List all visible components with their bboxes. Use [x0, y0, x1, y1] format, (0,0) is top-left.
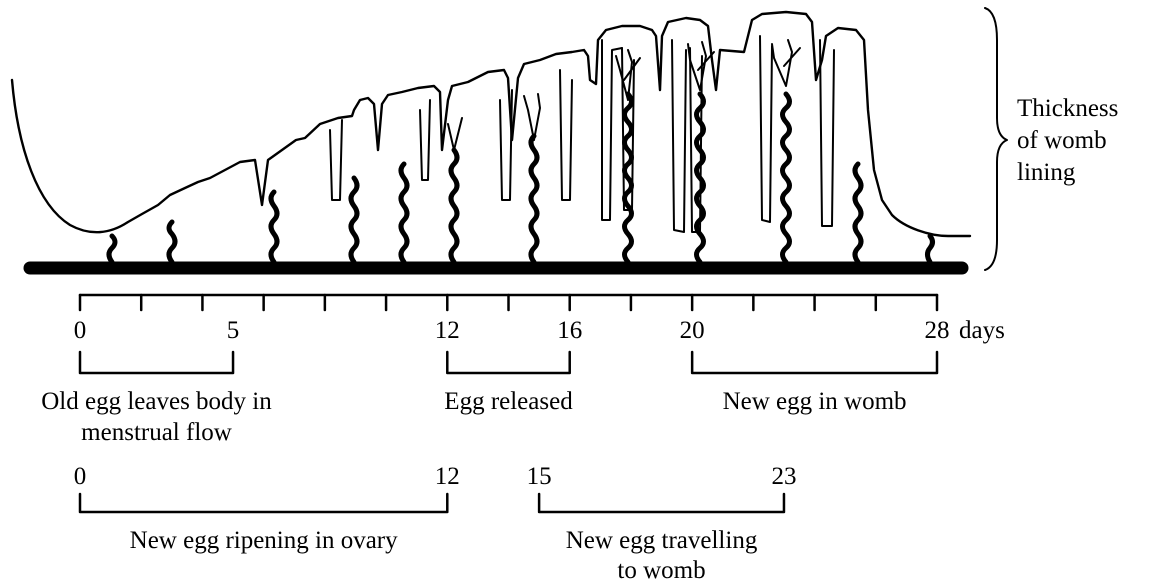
day-label-0: 0: [74, 317, 87, 344]
lining-arteries: [109, 94, 933, 262]
day-label-5: 5: [227, 317, 240, 344]
thickness-label-line-1: Thickness: [1017, 95, 1118, 122]
lining-glands: [330, 36, 834, 232]
phase-caption-1-line-2: menstrual flow: [81, 419, 232, 446]
days-unit-label: days: [959, 317, 1005, 344]
phase2-caption-2-line-2: to womb: [617, 557, 705, 584]
phase2-start-label-1: 0: [74, 463, 87, 490]
phase-caption-3-line-1: New egg in womb: [723, 388, 907, 415]
phase2-end-label-1: 12: [435, 463, 460, 490]
phase-bracket-2: [447, 352, 569, 373]
phase2-start-label-2: 15: [527, 463, 552, 490]
phase2-caption-1-line-1: New egg ripening in ovary: [130, 527, 398, 554]
womb-lining-illustration: [12, 12, 970, 268]
thickness-bracket: [985, 8, 1007, 270]
phase2-bracket-2: [539, 494, 784, 512]
phase2-bracket-1: [80, 494, 447, 512]
phase-caption-1-line-1: Old egg leaves body in: [41, 388, 272, 415]
phase2-end-label-2: 23: [771, 463, 796, 490]
day-label-28: 28: [925, 317, 950, 344]
phase-caption-2-line-1: Egg released: [444, 388, 573, 415]
phase-bracket-3: [692, 352, 937, 373]
lining-outline: [12, 12, 970, 236]
phase2-caption-2-line-1: New egg travelling: [566, 527, 758, 554]
day-axis: days 0 5 12 16 20 28: [74, 295, 1005, 344]
thickness-label-line-3: lining: [1017, 159, 1076, 186]
day-label-20: 20: [680, 317, 705, 344]
thickness-label-line-2: of womb: [1017, 127, 1107, 154]
phases-row-1: Old egg leaves body in menstrual flow Egg …: [41, 352, 937, 446]
day-label-12: 12: [435, 317, 460, 344]
day-label-16: 16: [557, 317, 582, 344]
phase-bracket-1: [80, 352, 233, 373]
